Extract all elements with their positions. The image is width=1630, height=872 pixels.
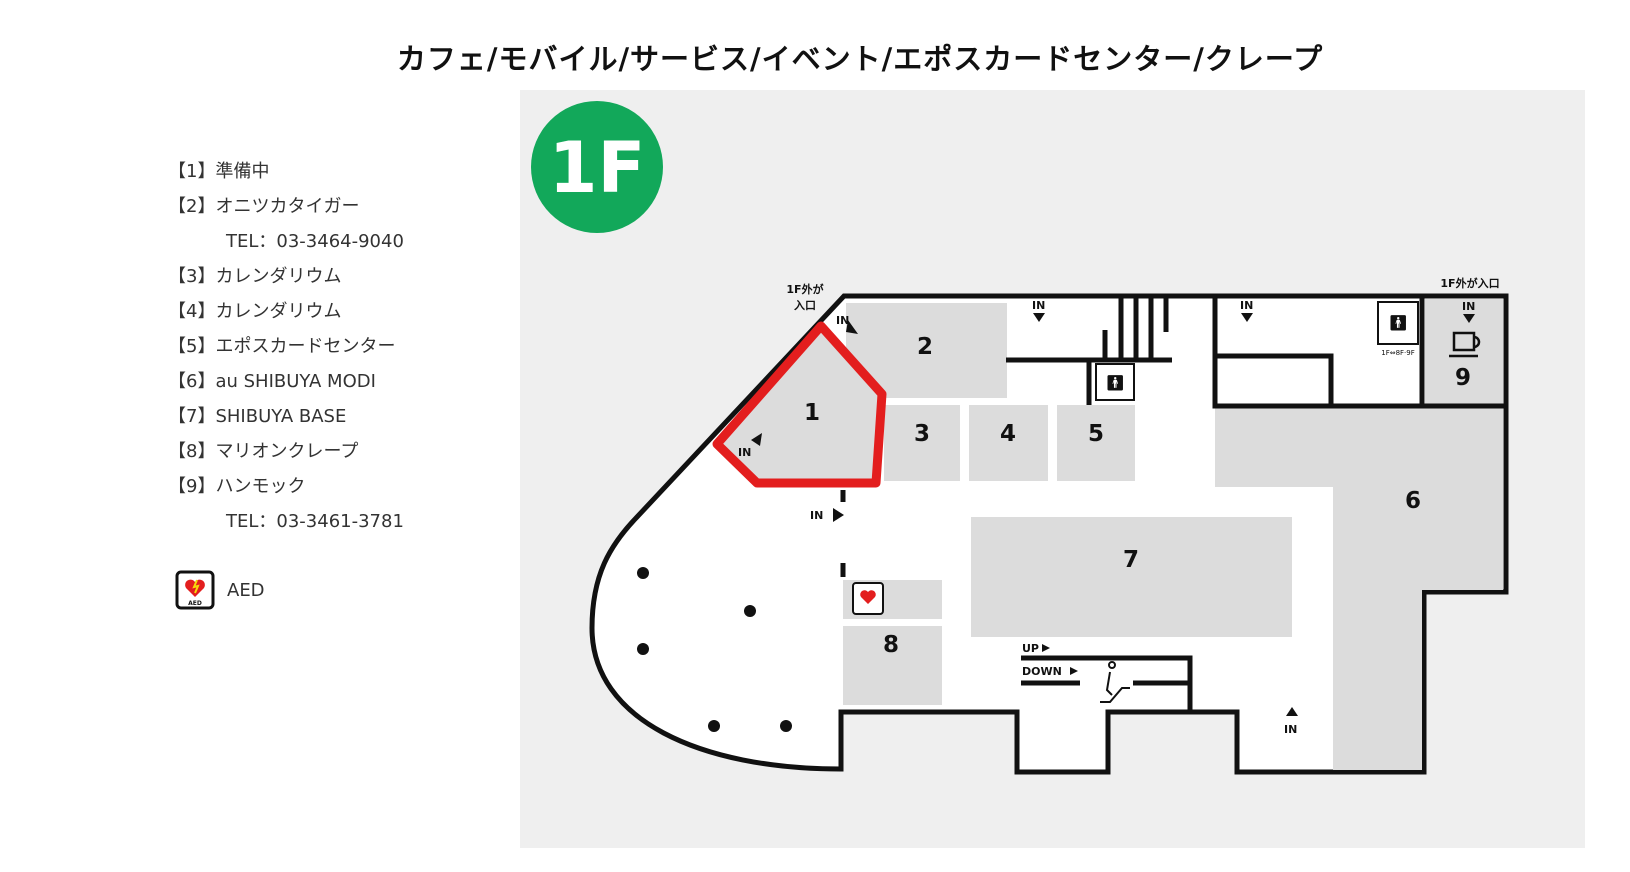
unit-5-area bbox=[1057, 405, 1135, 481]
legend-tel: TEL：03-3461-3781 bbox=[226, 511, 404, 532]
unit-3-area bbox=[884, 405, 960, 481]
floor-badge: 1F bbox=[531, 101, 663, 233]
unit-7-area bbox=[971, 517, 1292, 637]
unit-label: 9 bbox=[1455, 365, 1471, 391]
unit-label: 8 bbox=[883, 632, 899, 658]
legend-tel: TEL：03-3464-9040 bbox=[226, 231, 404, 252]
aed-heart-icon: AED bbox=[175, 570, 215, 610]
in-label: IN bbox=[836, 314, 849, 327]
unit-label: 2 bbox=[917, 334, 933, 360]
arrow-icon bbox=[1042, 644, 1050, 652]
in-label: IN bbox=[1284, 723, 1297, 736]
arrow-icon bbox=[1241, 313, 1253, 322]
legend-item[interactable]: 【9】ハンモック bbox=[168, 476, 306, 497]
unit-8-area bbox=[843, 626, 942, 705]
page-title: カフェ/モバイル/サービス/イベント/エポスカードセンター/クレープ bbox=[396, 42, 1324, 76]
unit-label: 7 bbox=[1123, 547, 1139, 573]
legend-item[interactable]: 【5】エポスカードセンター bbox=[168, 336, 396, 357]
aed-label: AED bbox=[227, 579, 265, 601]
entrance-note: 1F外が bbox=[786, 282, 823, 296]
unit-label: 3 bbox=[914, 421, 930, 447]
arrow-icon bbox=[1033, 313, 1045, 322]
elevator-icon: 🚹︎ 1F⇔8F·9F bbox=[1377, 301, 1419, 357]
interior-walls bbox=[840, 296, 1506, 712]
entrance-note: 入口 bbox=[794, 299, 816, 312]
svg-text:1F: 1F bbox=[549, 127, 646, 209]
aed-legend: AED AED bbox=[175, 570, 265, 610]
highlighted-unit-1[interactable] bbox=[712, 321, 887, 488]
unit-label: 1 bbox=[804, 400, 820, 426]
elevator-icon: 🚹︎ bbox=[1095, 363, 1135, 401]
arrow-icon bbox=[751, 433, 762, 446]
stairs-icon bbox=[1102, 296, 1169, 360]
svg-text:AED: AED bbox=[188, 600, 202, 607]
legend-item[interactable]: 【3】カレンダリウム bbox=[168, 266, 342, 287]
cafe-cup-icon bbox=[1449, 331, 1481, 358]
unit-9-area bbox=[1425, 299, 1503, 404]
arrow-icon bbox=[1070, 667, 1078, 675]
unit-label: 4 bbox=[1000, 421, 1016, 447]
legend-item[interactable]: 【2】オニツカタイガー bbox=[168, 196, 360, 217]
in-label: IN bbox=[738, 446, 751, 459]
unit-4-area bbox=[969, 405, 1048, 481]
in-label: IN bbox=[1240, 299, 1253, 312]
in-label: IN bbox=[1032, 299, 1045, 312]
svg-text:🚹︎: 🚹︎ bbox=[1388, 314, 1407, 332]
unit-label: 5 bbox=[1088, 421, 1104, 447]
in-label: IN bbox=[810, 509, 823, 522]
arrow-icon bbox=[1463, 314, 1475, 323]
arrow-icon bbox=[833, 508, 844, 522]
unit-label: 6 bbox=[1405, 488, 1421, 514]
svg-text:🚹︎: 🚹︎ bbox=[1105, 374, 1124, 392]
escalator-icon bbox=[1100, 661, 1130, 703]
legend-item[interactable]: 【1】準備中 bbox=[168, 161, 270, 182]
escalator-up-label: UP bbox=[1022, 642, 1039, 655]
legend-item[interactable]: 【8】マリオンクレープ bbox=[168, 441, 359, 462]
in-label: IN bbox=[1462, 300, 1475, 313]
escalator-down-label: DOWN bbox=[1022, 665, 1062, 678]
arrow-icon bbox=[846, 320, 858, 334]
entrance-note: 1F外が入口 bbox=[1440, 276, 1499, 290]
legend-item[interactable]: 【4】カレンダリウム bbox=[168, 301, 342, 322]
legend-item[interactable]: 【6】au SHIBUYA MODI bbox=[168, 371, 376, 392]
legend-item[interactable]: 【7】SHIBUYA BASE bbox=[168, 406, 347, 427]
unit-6-area bbox=[1215, 406, 1503, 770]
store-legend: 【1】準備中 【2】オニツカタイガー TEL：03-3464-9040 【3】カ… bbox=[168, 158, 404, 543]
svg-text:1F⇔8F·9F: 1F⇔8F·9F bbox=[1381, 349, 1415, 357]
aed-icon bbox=[852, 582, 884, 615]
arrow-icon bbox=[1286, 707, 1298, 716]
pillars bbox=[637, 567, 792, 732]
